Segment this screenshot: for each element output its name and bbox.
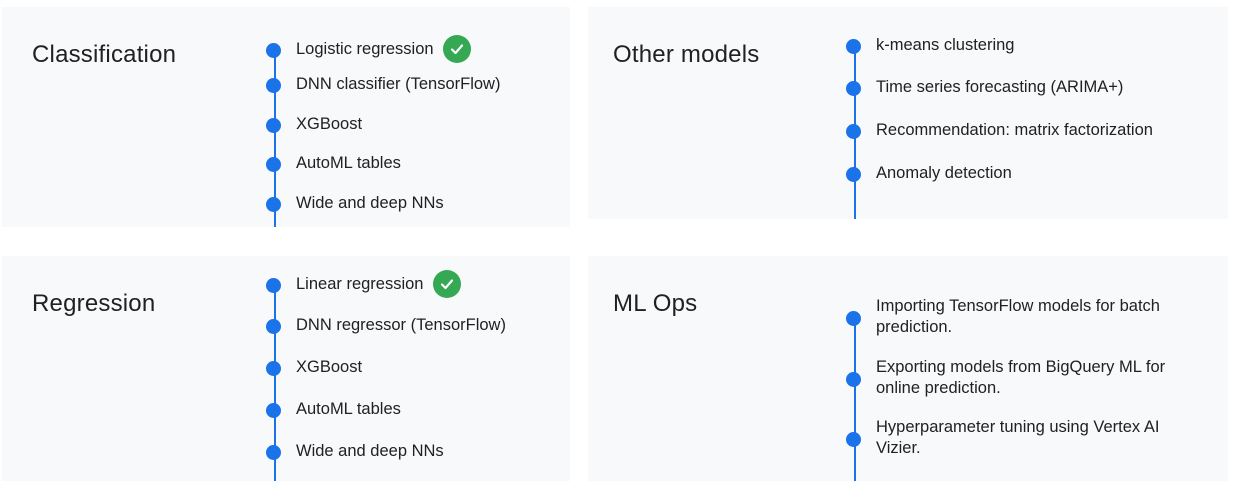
list-item-label: Wide and deep NNs	[296, 194, 444, 212]
bullet-dot-icon	[266, 445, 281, 460]
ml-ops-panel: ML Ops Importing TensorFlow models for b…	[588, 256, 1228, 481]
bullet-dot-icon	[266, 78, 281, 93]
panel-title-other-models: Other models	[613, 41, 760, 68]
list-item-kmeans: k-means clustering	[846, 35, 1014, 56]
list-item-automl-tables: AutoML tables	[266, 399, 401, 420]
bullet-dot-icon	[266, 197, 281, 212]
classification-panel: Classification Logistic regression DNN c…	[2, 7, 570, 227]
bullet-dot-icon	[846, 371, 861, 387]
bullet-dot-icon	[266, 319, 281, 334]
bullet-dot-icon	[846, 310, 861, 326]
list-item-xgboost: XGBoost	[266, 357, 362, 378]
timeline-line	[274, 45, 276, 227]
bullet-dot-icon	[846, 124, 861, 139]
list-item-anomaly-detection: Anomaly detection	[846, 163, 1012, 184]
list-item-dnn-regressor: DNN regressor (TensorFlow)	[266, 315, 506, 336]
bullet-dot-icon	[266, 403, 281, 418]
bullet-dot-icon	[266, 42, 281, 58]
list-item-label: Anomaly detection	[876, 164, 1012, 182]
list-item-label: Wide and deep NNs	[296, 442, 444, 460]
list-item-logistic-regression: Logistic regression	[266, 35, 471, 63]
panel-title-ml-ops: ML Ops	[613, 290, 698, 317]
list-item-export-models: Exporting models from BigQuery ML for on…	[846, 357, 1196, 399]
check-circle-icon	[432, 270, 461, 298]
bullet-dot-icon	[846, 81, 861, 96]
list-item-label: Linear regression	[296, 274, 424, 293]
list-item-label: DNN classifier (TensorFlow)	[296, 75, 501, 93]
list-item-time-series: Time series forecasting (ARIMA+)	[846, 77, 1123, 98]
list-item-label: DNN regressor (TensorFlow)	[296, 316, 506, 334]
list-item-label: Time series forecasting (ARIMA+)	[876, 78, 1124, 96]
list-item-wide-and-deep: Wide and deep NNs	[266, 193, 444, 214]
panel-title-regression: Regression	[32, 290, 156, 317]
timeline-line	[274, 284, 276, 481]
list-item-label: Recommendation: matrix factorization	[876, 121, 1153, 139]
bullet-dot-icon	[846, 431, 861, 447]
list-item-automl-tables: AutoML tables	[266, 153, 401, 174]
list-item-dnn-classifier: DNN classifier (TensorFlow)	[266, 74, 500, 95]
check-circle-icon	[442, 35, 471, 63]
list-item-label: AutoML tables	[296, 154, 401, 172]
list-item-label: AutoML tables	[296, 400, 401, 418]
timeline-line	[854, 316, 856, 481]
list-item-label: Exporting models from BigQuery ML for on…	[876, 358, 1166, 397]
list-item-label: XGBoost	[296, 115, 363, 133]
bullet-dot-icon	[266, 157, 281, 172]
list-item-label: Importing TensorFlow models for batch pr…	[876, 297, 1160, 336]
bullet-dot-icon	[266, 277, 281, 293]
list-item-label: Hyperparameter tuning using Vertex AI Vi…	[876, 418, 1160, 457]
bullet-dot-icon	[266, 361, 281, 376]
list-item-xgboost: XGBoost	[266, 114, 362, 135]
list-item-label: k-means clustering	[876, 36, 1015, 54]
list-item-recommendation: Recommendation: matrix factorization	[846, 120, 1153, 141]
regression-panel: Regression Linear regression DNN regress…	[2, 256, 570, 481]
list-item-label: XGBoost	[296, 358, 363, 376]
list-item-import-tensorflow: Importing TensorFlow models for batch pr…	[846, 296, 1196, 338]
list-item-hyperparameter-tuning: Hyperparameter tuning using Vertex AI Vi…	[846, 417, 1196, 459]
list-item-linear-regression: Linear regression	[266, 270, 461, 298]
list-item-wide-and-deep: Wide and deep NNs	[266, 441, 444, 462]
bullet-dot-icon	[846, 39, 861, 54]
bullet-dot-icon	[266, 118, 281, 133]
other-models-panel: Other models k-means clustering Time ser…	[588, 7, 1228, 219]
bullet-dot-icon	[846, 167, 861, 182]
list-item-label: Logistic regression	[296, 39, 434, 58]
panel-title-classification: Classification	[32, 41, 177, 68]
